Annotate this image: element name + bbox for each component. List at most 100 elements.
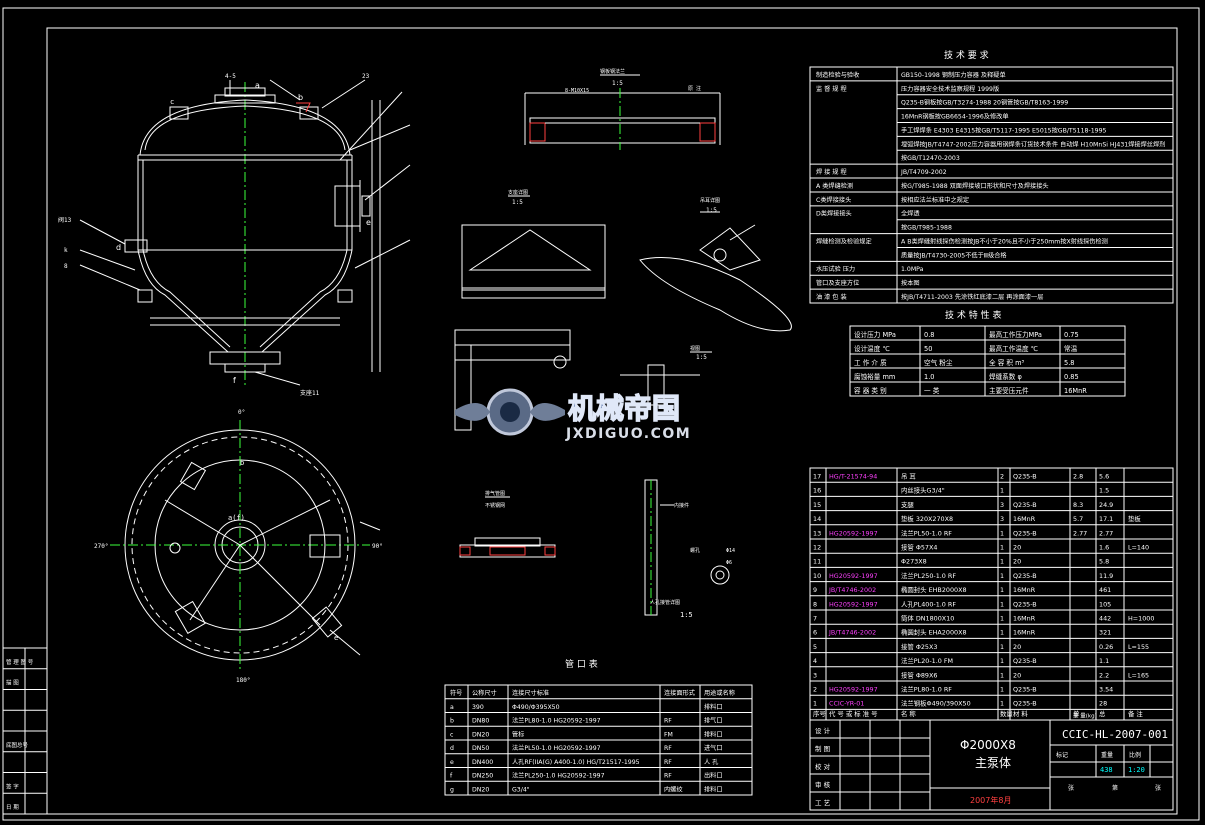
tech-req-label: 监 督 规 程 bbox=[816, 85, 847, 93]
bom-cell: 3 bbox=[813, 671, 817, 679]
nozzle-cell: 出料口 bbox=[704, 772, 723, 780]
bom-cell: 椭圆封头 EHA2000X8 bbox=[901, 628, 967, 637]
bom-cell: Q235-B bbox=[1013, 700, 1037, 708]
nozzle-cell: DN20 bbox=[472, 731, 489, 738]
tech-char-cell: 焊缝系数 φ bbox=[989, 372, 1022, 381]
bom-cell: HG20592-1997 bbox=[829, 600, 878, 608]
bom-cell: 12 bbox=[813, 544, 821, 552]
svg-text:1:5: 1:5 bbox=[706, 207, 717, 214]
tech-req-label: A 类焊缝检测 bbox=[816, 182, 853, 190]
nozzle-cell: 法兰PL250-1.0 HG20592-1997 bbox=[512, 772, 605, 780]
tech-char-cell: 空气 粉尘 bbox=[924, 358, 953, 367]
tech-req-label: 制造检验与验收 bbox=[816, 71, 859, 79]
tag-e: e bbox=[366, 218, 371, 227]
tech-req-label: 水压试验 压力 bbox=[816, 265, 855, 273]
bom-cell: 442 bbox=[1099, 615, 1111, 623]
bom-cell: 筒体 DN1800X10 bbox=[901, 614, 954, 623]
tech-char-cell: 主要受压元件 bbox=[989, 386, 1029, 395]
bom-cell: 1.5 bbox=[1099, 487, 1109, 495]
bom-cell: Q235-B bbox=[1013, 572, 1037, 580]
bom-cell: 14 bbox=[813, 515, 821, 523]
svg-text:不锈钢网: 不锈钢网 bbox=[485, 502, 505, 509]
bom-cell: 1 bbox=[1000, 686, 1004, 694]
tech-req-label: 焊缝检测及检验规定 bbox=[816, 237, 872, 245]
bom-cell: 17 bbox=[813, 473, 821, 481]
tech-req-value: 1.0MPa bbox=[901, 266, 924, 273]
bom-cell: 1 bbox=[1000, 487, 1004, 495]
bom-cell: L=140 bbox=[1128, 544, 1149, 552]
tag-a: a bbox=[255, 81, 260, 90]
bom-cell: 1 bbox=[1000, 572, 1004, 580]
bom-cell: 1 bbox=[813, 700, 817, 708]
svg-text:b: b bbox=[240, 459, 244, 467]
svg-text:23: 23 bbox=[362, 73, 370, 80]
drawing-date: 2007年8月 bbox=[970, 795, 1011, 805]
bom-cell: L=155 bbox=[1128, 643, 1149, 651]
tech-req-value: 埋弧焊按JB/T4747-2002压力容器用钢焊条订货技术条件 自动焊 H10M… bbox=[901, 140, 1165, 148]
bom-cell: 吊 耳 bbox=[901, 473, 916, 481]
tech-char-cell: 常温 bbox=[1064, 344, 1078, 353]
bom-header-cell: 总 bbox=[1099, 709, 1106, 718]
inner-frame bbox=[46, 27, 1178, 815]
bom-cell: 8.3 bbox=[1073, 501, 1083, 509]
outer-frame bbox=[2, 7, 1200, 821]
bom-cell: 1 bbox=[1000, 544, 1004, 552]
svg-text:1:5: 1:5 bbox=[612, 80, 623, 87]
svg-text:吊耳详图: 吊耳详图 bbox=[700, 197, 720, 204]
tech-char-cell: 0.75 bbox=[1064, 331, 1079, 339]
nozzle-cell: DN20 bbox=[472, 786, 489, 793]
drawing-name-1: Φ2000X8 bbox=[960, 738, 1016, 752]
tech-char-cell: 腐蚀裕量 mm bbox=[854, 372, 895, 381]
bom-weight-header: 重 量(kg) bbox=[1073, 711, 1097, 719]
nozzle-cell: b bbox=[450, 718, 454, 725]
bom-cell: 2.77 bbox=[1099, 529, 1113, 537]
bom-header-cell: 备 注 bbox=[1128, 709, 1143, 718]
svg-text:比例: 比例 bbox=[1129, 751, 1141, 759]
bom-cell: 垫板 320X270X8 bbox=[901, 514, 953, 523]
bom-cell: 2 bbox=[813, 686, 817, 694]
bom-cell: HG20592-1997 bbox=[829, 686, 878, 694]
tag-d: d bbox=[116, 243, 121, 252]
bom-cell: 法兰PL250-1.0 RF bbox=[901, 571, 956, 580]
svg-text:第: 第 bbox=[1112, 784, 1118, 792]
bom-cell: 8 bbox=[813, 600, 817, 608]
bom-cell: Φ273X8 bbox=[901, 558, 927, 566]
bom-cell: 5.8 bbox=[1099, 558, 1109, 566]
svg-text:张: 张 bbox=[1155, 784, 1161, 792]
tech-char-cell: 0.8 bbox=[924, 331, 935, 339]
bom-cell: 接管 Φ89X6 bbox=[901, 670, 937, 679]
nozzle-cell: 法兰PL80-1.0 HG20592-1997 bbox=[512, 717, 601, 725]
svg-text:内接件: 内接件 bbox=[674, 502, 689, 509]
nozzle-header-cell: 公称尺寸 bbox=[472, 689, 497, 697]
drawing-name-2: 主泵体 bbox=[975, 756, 1011, 770]
title-block-role: 制 图 bbox=[815, 744, 830, 753]
bom-cell: 法兰钢板Φ490/390X50 bbox=[901, 699, 971, 708]
tech-req-value: 按相应法兰标准中之规定 bbox=[901, 196, 969, 204]
angle-270-label: 270° bbox=[94, 543, 108, 550]
nozzle-cell: 人 孔 bbox=[704, 758, 718, 766]
bom-cell: 16MnR bbox=[1013, 515, 1036, 523]
nozzle-cell: 排料口 bbox=[704, 785, 723, 793]
title-block-role: 设 计 bbox=[815, 726, 831, 735]
bom-cell: Q235-B bbox=[1013, 529, 1037, 537]
bom-cell: Q235-B bbox=[1013, 657, 1037, 665]
nozzle-cell: 排料口 bbox=[704, 730, 723, 738]
bom-cell: 24.9 bbox=[1099, 501, 1113, 509]
rev-strip-label: 管 理 图 号 bbox=[6, 658, 34, 666]
bom-cell: 5 bbox=[813, 643, 817, 651]
nozzle-cell: 管标 bbox=[512, 730, 524, 738]
bom-header-cell: 数量 bbox=[1000, 709, 1013, 718]
svg-text:1:5: 1:5 bbox=[680, 611, 693, 619]
tech-req-value: JB/T4709-2002 bbox=[900, 169, 947, 176]
svg-text:Φ6: Φ6 bbox=[726, 560, 732, 566]
bom-cell: 椭圆封头 EHB2000X8 bbox=[901, 585, 967, 594]
watermark-cn: 机械帝国 bbox=[568, 392, 680, 425]
bom-cell: 5.7 bbox=[1073, 515, 1083, 523]
bom-cell: 0.26 bbox=[1099, 643, 1113, 651]
bom-cell: 1.6 bbox=[1099, 544, 1109, 552]
tech-req-value: 按JB/T4711-2003 先涂铁红底漆二层 再涂面漆一层 bbox=[901, 293, 1043, 301]
nozzle-cell: DN50 bbox=[472, 745, 489, 752]
nozzle-cell: g bbox=[450, 786, 454, 793]
